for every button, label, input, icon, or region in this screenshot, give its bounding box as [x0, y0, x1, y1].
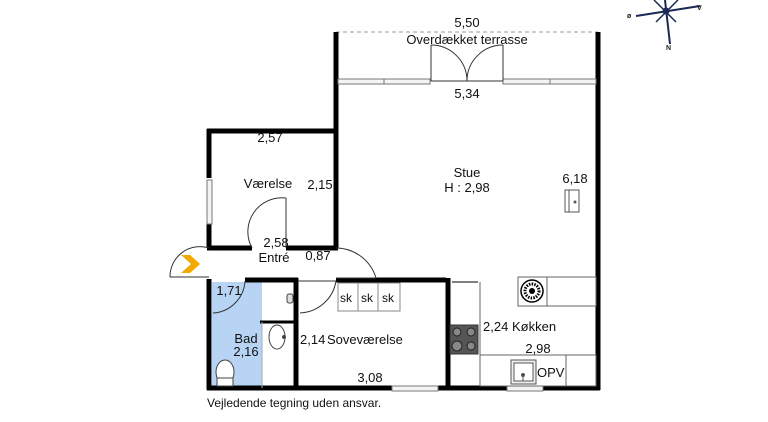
toilet-icon	[215, 359, 235, 387]
terrace-name: Overdækket terrasse	[406, 32, 527, 47]
terrace-width-outer: 5,50	[454, 15, 479, 30]
sove-name: Soveværelse	[327, 332, 403, 347]
compass-east-label: ø	[627, 13, 632, 20]
shower-head-icon	[286, 293, 294, 304]
ventilation-icon	[520, 279, 544, 303]
terrace-width-inner: 5,34	[454, 86, 479, 101]
utility-label: OPV	[537, 365, 565, 380]
closet-label: sk	[340, 291, 353, 305]
sove-dim-side: 2,14	[300, 332, 325, 347]
stove-icon	[449, 324, 479, 355]
closet-label: sk	[361, 291, 374, 305]
compass-north-label: N	[666, 45, 671, 52]
compass-icon: V ø N	[627, 0, 702, 52]
vaerelse-door	[247, 197, 287, 249]
sove-dim-bottom: 3,08	[357, 370, 382, 385]
entrance-arrow-icon	[181, 255, 200, 273]
sove-door	[298, 280, 337, 314]
bad-door	[212, 280, 246, 314]
entre-dim-top: 2,58	[263, 235, 288, 250]
closet-label: sk	[382, 291, 395, 305]
koekken-name: Køkken	[512, 319, 556, 334]
closets	[337, 282, 401, 312]
entrance-door	[169, 246, 210, 278]
stue-dimension: 6,18	[562, 171, 587, 186]
kitchen-sink-icon	[510, 359, 537, 385]
stue-name: Stue	[454, 165, 481, 180]
bad-name: Bad	[234, 331, 257, 346]
koekken-dim-side: 2,24	[483, 319, 508, 334]
bath-sink-icon	[268, 324, 286, 350]
kitchen-counters	[479, 276, 597, 387]
windows	[206, 78, 597, 392]
walls	[206, 32, 601, 391]
bad-dim-side: 2,16	[233, 344, 258, 359]
bad-dim-top: 1,71	[216, 283, 241, 298]
entre-dim-side: 0,87	[305, 248, 330, 263]
vaerelse-dim-top: 2,57	[257, 130, 282, 145]
vaerelse-name: Værelse	[244, 176, 292, 191]
disclaimer: Vejledende tegning uden ansvar.	[207, 396, 381, 410]
compass-west-label: V	[697, 5, 702, 12]
vaerelse-dim-side: 2,15	[307, 177, 332, 192]
stue-height: H : 2,98	[444, 180, 490, 195]
stue-fixture-icon	[564, 189, 580, 213]
terrace-door	[430, 44, 504, 82]
stue-door	[335, 247, 377, 279]
entre-name: Entré	[258, 250, 289, 265]
koekken-dim-bottom: 2,98	[525, 341, 550, 356]
